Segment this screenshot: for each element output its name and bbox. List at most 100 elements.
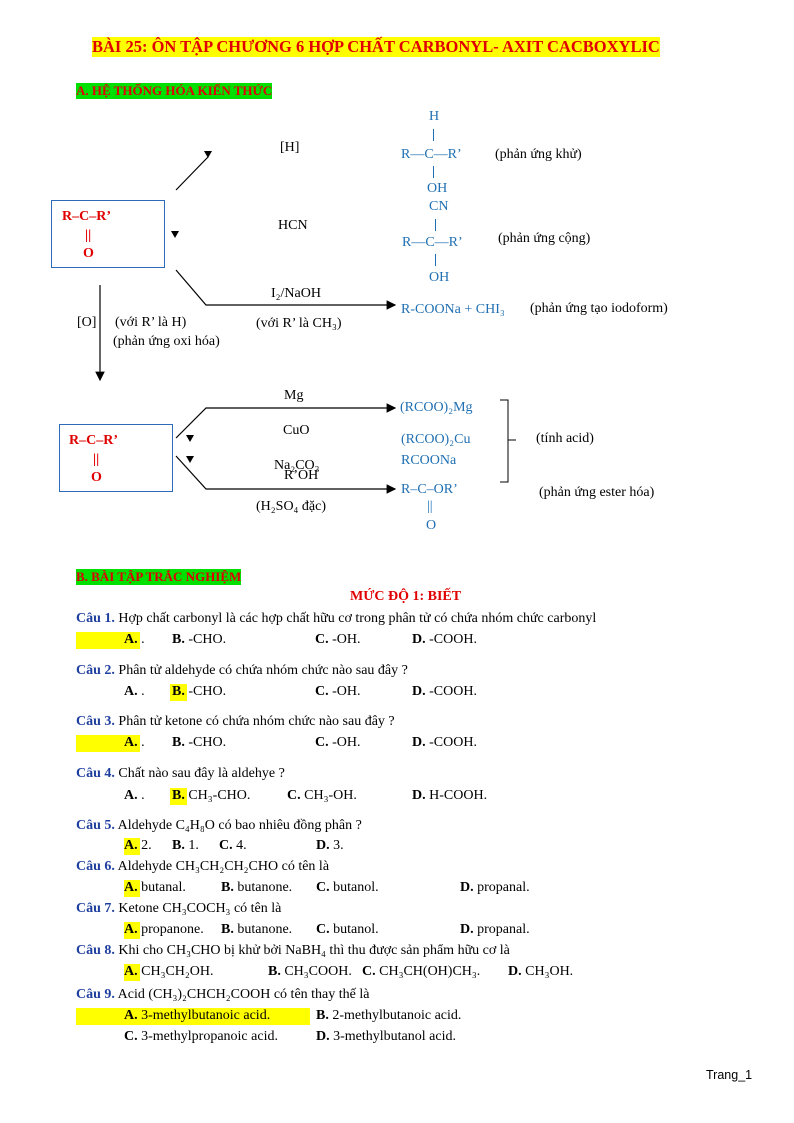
option-letter: B. xyxy=(172,632,185,647)
option-letter: C. xyxy=(219,838,233,853)
option-letter: D. xyxy=(412,788,426,803)
option-d: D. H-COOH. xyxy=(412,788,487,804)
option-letter: A. xyxy=(124,788,138,803)
option-text: -COOH. xyxy=(429,632,477,647)
answer-highlight xyxy=(76,632,140,649)
reagent-o: [O] xyxy=(77,315,97,330)
option-text: -CHO. xyxy=(188,735,227,750)
question-2: Câu 2. Phân tử aldehyde có chứa nhóm chứ… xyxy=(76,663,408,679)
option-text: . xyxy=(141,735,145,750)
reaction-esterification: (phản ứng ester hóa) xyxy=(539,485,655,500)
answer-highlight xyxy=(124,838,140,855)
option-text: -OH. xyxy=(332,735,361,750)
reagent-roh: R’OH xyxy=(284,468,319,483)
option-letter: C. xyxy=(315,735,329,750)
acid-oxygen: O xyxy=(91,470,102,485)
prod3-iodoform: R-COONa + CHI₃ xyxy=(401,302,505,317)
option-text: 2-methylbutanoic acid. xyxy=(332,1008,462,1023)
option-letter: A. xyxy=(124,735,138,750)
option-text: -OH. xyxy=(332,684,361,699)
option-letter: D. xyxy=(412,684,426,699)
option-letter: C. xyxy=(316,880,330,895)
option-letter: C. xyxy=(316,922,330,937)
prod1-formula: R—C—R’ xyxy=(401,147,462,162)
condition-h: (với R’ là H) xyxy=(115,315,187,330)
option-letter: B. xyxy=(221,922,234,937)
reaction-addition: (phản ứng cộng) xyxy=(498,231,591,246)
option-text: H-COOH. xyxy=(429,788,488,803)
ester-double-bond: || xyxy=(427,499,433,514)
page-footer: Trang_1 xyxy=(706,1068,753,1082)
reagent-h: [H] xyxy=(280,140,300,155)
option-a: A. propanone. xyxy=(124,922,204,938)
option-letter: D. xyxy=(316,838,330,853)
reagent-cuo: CuO xyxy=(283,423,310,438)
condition-ch3: (với R’ là CH₃) xyxy=(256,316,342,331)
option-letter: D. xyxy=(412,735,426,750)
option-text: CH₃-CHO. xyxy=(188,788,251,803)
option-d: D. 3-methylbutanol acid. xyxy=(316,1029,456,1045)
option-text: CH₃CH(OH)CH₃. xyxy=(379,964,481,979)
option-a: A. butanal. xyxy=(124,880,186,896)
question-3: Câu 3. Phân tử ketone có chứa nhóm chức … xyxy=(76,714,395,730)
option-text: -CHO. xyxy=(188,632,227,647)
option-d: D. -COOH. xyxy=(412,632,477,648)
option-letter: D. xyxy=(316,1029,330,1044)
option-text: CH₃OH. xyxy=(525,964,574,979)
question-text: Ketone CH₃COCH₃ có tên là xyxy=(118,901,282,916)
answer-highlight xyxy=(170,788,187,805)
option-d: D. propanal. xyxy=(460,922,530,938)
option-letter: A. xyxy=(124,838,138,853)
option-a: A. . xyxy=(124,788,145,804)
answer-highlight xyxy=(124,922,140,939)
reaction-reduction: (phản ứng khử) xyxy=(495,147,582,162)
option-text: 1. xyxy=(188,838,199,853)
option-text: 2. xyxy=(141,838,152,853)
option-text: -COOH. xyxy=(429,684,477,699)
option-a: A. 2. xyxy=(124,838,152,854)
option-letter: A. xyxy=(124,684,138,699)
question-8: Câu 8. Khi cho CH₃CHO bị khử bởi NaBH₄ t… xyxy=(76,943,510,959)
question-label: Câu 9. xyxy=(76,987,115,1002)
option-text: 3-methylpropanoic acid. xyxy=(141,1029,278,1044)
reagent-h2so4: (H₂SO₄ đặc) xyxy=(256,499,327,514)
option-letter: D. xyxy=(460,880,474,895)
option-b: B. CH₃-CHO. xyxy=(172,788,250,804)
question-text: Acid (CH₃)₂CHCH₂COOH có tên thay thế là xyxy=(117,987,370,1002)
option-text: 3-methylbutanoic acid. xyxy=(141,1008,271,1023)
question-5: Câu 5. Aldehyde C₄H₈O có bao nhiêu đồng … xyxy=(76,818,362,834)
option-text: CH₃COOH. xyxy=(284,964,352,979)
option-c: C. CH₃CH(OH)CH₃. xyxy=(362,964,480,980)
option-b: B. -CHO. xyxy=(172,684,226,700)
option-text: 3-methylbutanol acid. xyxy=(333,1029,456,1044)
option-c: C. -OH. xyxy=(315,632,361,648)
option-b: B. 1. xyxy=(172,838,199,854)
prod2-formula: R—C—R’ xyxy=(402,235,463,250)
option-text: propanal. xyxy=(477,880,530,895)
option-letter: C. xyxy=(362,964,376,979)
question-text: Khi cho CH₃CHO bị khử bởi NaBH₄ thì thu … xyxy=(118,943,510,958)
option-c: C. butanol. xyxy=(316,922,379,938)
page-title: BÀI 25: ÔN TẬP CHƯƠNG 6 HỢP CHẤT CARBONY… xyxy=(92,37,660,57)
option-d: D. CH₃OH. xyxy=(508,964,573,980)
option-b: B. butanone. xyxy=(221,922,292,938)
reaction-arrows xyxy=(95,151,516,494)
option-a: A. . xyxy=(124,735,145,751)
product-cu-salt: (RCOO)₂Cu xyxy=(401,432,471,447)
product-na-salt: RCOONa xyxy=(401,453,457,468)
option-text: butanone. xyxy=(237,922,293,937)
question-1: Câu 1. Hợp chất carbonyl là các hợp chất… xyxy=(76,611,596,627)
option-text: -COOH. xyxy=(429,735,477,750)
option-d: D. -COOH. xyxy=(412,735,477,751)
option-letter: D. xyxy=(460,922,474,937)
answer-highlight xyxy=(124,880,140,897)
option-d: D. -COOH. xyxy=(412,684,477,700)
option-a: A. . xyxy=(124,684,145,700)
option-text: butanol. xyxy=(333,922,379,937)
answer-highlight xyxy=(170,684,187,701)
option-text: -OH. xyxy=(332,632,361,647)
option-text: CH₃CH₂OH. xyxy=(141,964,214,979)
option-text: -CHO. xyxy=(188,684,227,699)
question-label: Câu 8. xyxy=(76,943,115,958)
question-text: Phân tử aldehyde có chứa nhóm chức nào s… xyxy=(118,663,408,678)
